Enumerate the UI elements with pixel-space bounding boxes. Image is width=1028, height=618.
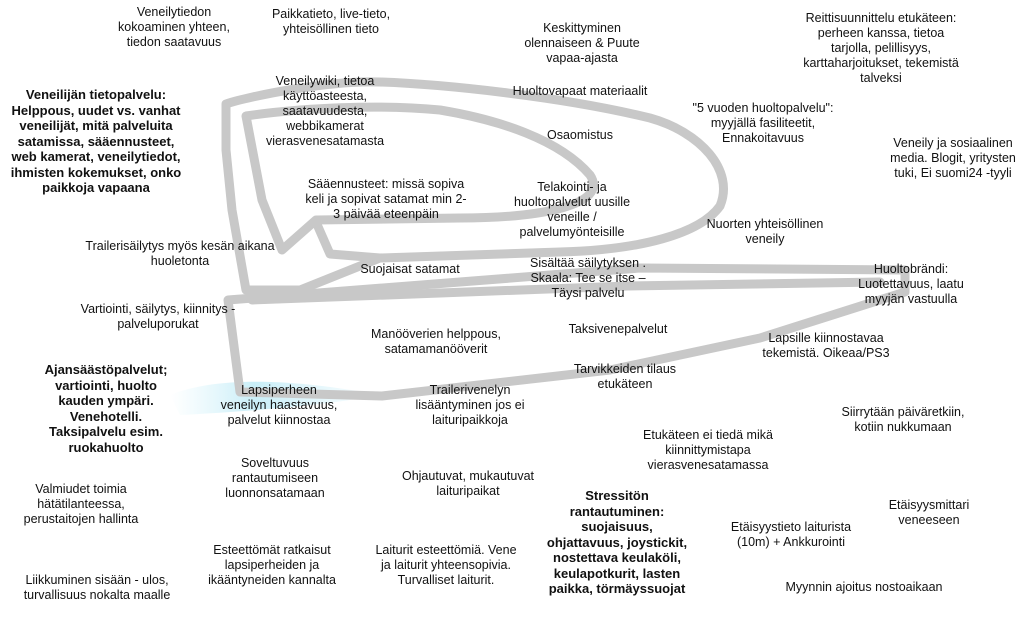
note-trailer-boating-increase: Trailerivenelyn lisääntyminen jos ei lai… [415,383,525,427]
note-stress-free-docking: Stressitön rantautuminen: suojaisuus, oh… [546,488,688,596]
note-accessible-solutions: Esteettömät ratkaisut lapsiperheiden ja … [208,543,336,587]
note-part-ownership: Osaomistus [547,128,613,142]
note-five-year-service: "5 vuoden huoltopalvelu": myyjällä fasil… [692,101,834,145]
note-focus-essentials: Keskittyminen olennaiseen & Puute vapaa-… [524,21,640,65]
note-location-data: Paikkatieto, live-tieto, yhteisöllinen t… [271,7,391,36]
note-distance-meter: Etäisyysmittari veneeseen [888,498,970,527]
note-water-taxi: Taksivenepalvelut [568,322,668,336]
note-maintenance-free-materials: Huoltovapaat materiaalit [512,84,648,98]
note-kids-activities: Lapsille kiinnostavaa tekemistä. Oikeaa/… [762,331,890,360]
note-boating-wiki: Veneilywiki, tietoa käyttöasteesta, saat… [265,74,385,148]
note-emergency-readiness: Valmiudet toimia hätätilanteessa, perust… [23,482,139,526]
note-trailer-storage: Trailerisäilytys myös kesän aikana huole… [85,239,275,268]
note-service-brand: Huoltobrändi: Luotettavuus, laatu myyjän… [858,262,964,306]
note-social-media: Veneily ja sosiaalinen media. Blogit, yr… [890,136,1016,180]
note-family-boating-challenge: Lapsiperheen veneilyn haastavuus, palvel… [220,383,338,427]
note-sheltered-harbors: Suojaisat satamat [360,262,460,276]
note-day-trips: Siirrytään päiväretkiin, kotiin nukkumaa… [841,405,965,434]
note-weather-forecasts: Sääennusteet: missä sopiva keli ja sopiv… [305,177,467,221]
note-information-gathering: Veneilytiedon kokoaminen yhteen, tiedon … [118,5,230,49]
note-boater-information-service: Veneilijän tietopalvelu: Helppous, uudet… [10,87,182,195]
note-storage-included: Sisältää säilytyksen . Skaala: Tee se it… [529,256,647,300]
note-sales-timing: Myynnin ajoitus nostoaikaan [785,580,943,594]
note-route-planning: Reittisuunnittelu etukäteen: perheen kan… [803,11,959,85]
note-guarding-storage: Vartiointi, säilytys, kiinnitys - palvel… [80,302,236,331]
cabin-outline [221,77,728,295]
note-mooring-unknown: Etukäteen ei tiedä mikä kiinnittymistapa… [643,428,773,472]
note-accessible-docks: Laiturit esteettömiä. Vene ja laiturit y… [375,543,517,587]
hull-outline [223,263,910,401]
cockpit-line [311,217,385,263]
cabin-window [241,102,598,255]
note-distance-info: Etäisyystieto laiturista (10m) + Ankkuro… [730,520,852,549]
note-natural-harbor-landing: Soveltuvuus rantautumiseen luonnonsatama… [225,456,325,500]
note-time-saving-services: Ajansäästöpalvelut; vartiointi, huolto k… [44,362,168,455]
note-maneuver-ease: Manööverien helppous, satamamanööverit [371,327,501,356]
note-docking-services: Telakointi- ja huoltopalvelut uusille ve… [513,180,631,239]
note-supplies-ordering: Tarvikkeiden tilaus etukäteen [573,362,677,391]
note-adaptive-berths: Ohjautuvat, mukautuvat laituripaikat [401,469,535,498]
deck-line [247,277,885,305]
note-boarding-safety: Liikkuminen sisään - ulos, turvallisuus … [23,573,171,602]
note-youth-community-boating: Nuorten yhteisöllinen veneily [706,217,824,246]
